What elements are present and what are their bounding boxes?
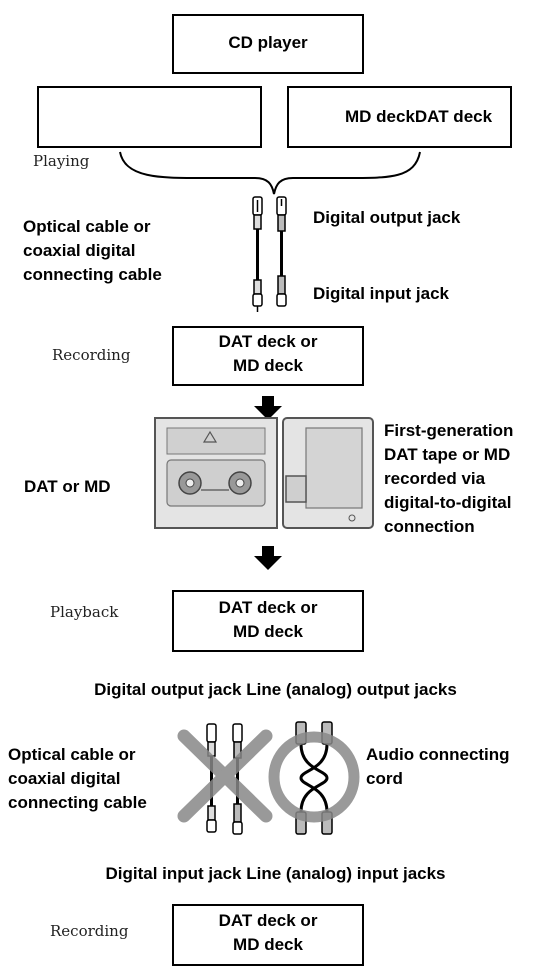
cable1-left-label-1: Optical cable or	[23, 217, 151, 236]
media-desc-1: First-generation	[384, 421, 514, 440]
media-desc-2: DAT tape or MD	[384, 445, 511, 464]
playback-box-line2: MD deck	[233, 622, 303, 641]
down-arrow-icon	[254, 396, 282, 420]
digital-input-jack-label: Digital input jack	[313, 284, 450, 303]
left-deck-box	[37, 86, 262, 148]
digital-output-jack-label: Digital output jack	[313, 208, 461, 227]
down-arrow-icon	[254, 546, 282, 570]
recording1-box	[172, 326, 364, 386]
dat-cassette-icon	[154, 417, 278, 529]
recording2-box	[172, 904, 364, 966]
cd-player-label: CD player	[228, 33, 308, 52]
recording1-box-line2: MD deck	[233, 356, 303, 375]
cable1-optical-icon	[252, 196, 263, 312]
cable2-left-label-2: coaxial digital	[8, 769, 121, 788]
recording1-box-line1: DAT deck or	[218, 332, 318, 351]
recording2-side-label: Recording	[50, 922, 129, 940]
playback-box-line1: DAT deck or	[218, 598, 318, 617]
cable1-left-label-2: coaxial digital	[23, 241, 136, 260]
minidisc-icon	[282, 417, 374, 529]
playback-side-label: Playback	[50, 603, 119, 621]
input-jacks-caption: Digital input jack Line (analog) input j…	[105, 864, 446, 883]
cable1-left-label-3: connecting cable	[23, 265, 162, 284]
grouping-brace	[119, 151, 421, 195]
playing-label: Playing	[33, 152, 90, 170]
right-deck-box	[287, 86, 512, 148]
cd-player-box	[172, 14, 364, 74]
recording2-box-line2: MD deck	[233, 935, 303, 954]
dat-or-md-label: DAT or MD	[24, 477, 111, 496]
audio-cord-label-2: cord	[366, 769, 403, 788]
media-desc-5: connection	[384, 517, 475, 536]
cable2-left-label-1: Optical cable or	[8, 745, 136, 764]
media-desc-3: recorded via	[384, 469, 486, 488]
media-desc-4: digital-to-digital	[384, 493, 512, 512]
not-allowed-x-icon	[177, 729, 273, 823]
md-dat-deck-label: MD deckDAT deck	[345, 107, 493, 126]
cable1-coaxial-icon	[276, 196, 287, 307]
output-jacks-caption: Digital output jack Line (analog) output…	[94, 680, 457, 699]
recording2-box-line1: DAT deck or	[218, 911, 318, 930]
playback-box	[172, 590, 364, 652]
cable2-left-label-3: connecting cable	[8, 793, 147, 812]
audio-cord-label-1: Audio connecting	[366, 745, 510, 764]
recording1-side-label: Recording	[52, 346, 131, 364]
allowed-o-icon	[268, 731, 360, 823]
